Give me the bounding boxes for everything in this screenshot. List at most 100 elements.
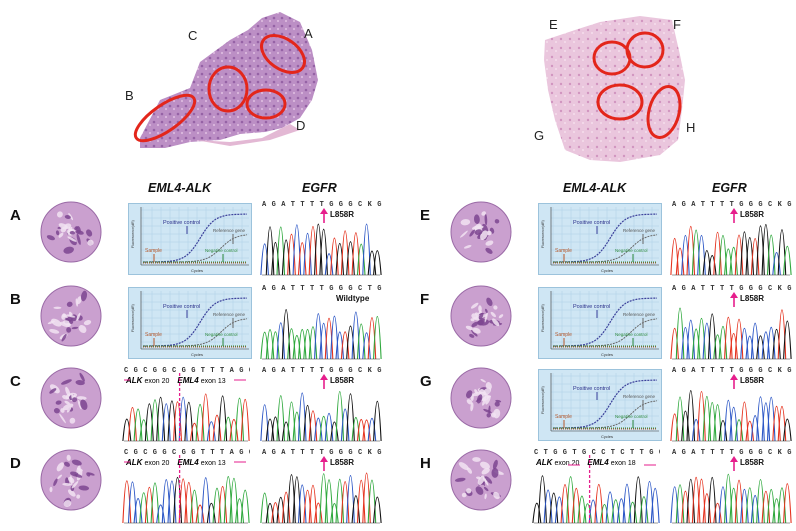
alk-label: ALK xyxy=(536,458,553,467)
region-circle-c xyxy=(207,65,249,113)
qpcr-label-sample: Sample xyxy=(145,332,162,338)
qpcr-label-x-axis: Cycles xyxy=(601,352,613,357)
row-label-f: F xyxy=(420,291,430,308)
col-header-eml4-alk-left: EML4-ALK xyxy=(148,181,212,195)
eml4-label: EML4 xyxy=(587,458,609,467)
mutation-label-f: L858R xyxy=(740,294,765,303)
row-label-b: B xyxy=(10,291,21,308)
qpcr-label-negative-control: Negative control xyxy=(615,248,648,253)
sanger-sequence-c: C G C G G C G G T T T A G G T C C T T C xyxy=(124,367,250,375)
qpcr-label-positive-control: Positive control xyxy=(573,304,610,310)
mutation-label-d: L858R xyxy=(330,458,355,467)
row-label-a: A xyxy=(10,207,21,224)
he-stain-image-c xyxy=(40,367,102,429)
qpcr-label-negative-control: Negative control xyxy=(615,414,648,419)
egfr-trace-d: A G A T T T T G G G C K G G C C A A A C … xyxy=(260,449,382,525)
col-header-egfr-right: EGFR xyxy=(712,181,747,195)
qpcr-label-x-axis: Cycles xyxy=(191,268,203,273)
alk-exon-label: exon 20 xyxy=(554,460,580,467)
eml4-exon-label: exon 13 xyxy=(200,460,226,467)
row-label-d: D xyxy=(10,455,21,472)
qpcr-label-y-axis: Fluorescence(dR) xyxy=(131,220,135,248)
alk-label: ALK xyxy=(126,458,143,467)
egfr-sequence-g: A G A T T T T G G G C K G G C C A A A C … xyxy=(672,367,792,375)
row-label-g: G xyxy=(420,373,432,390)
region-circle-g xyxy=(596,83,644,121)
qpcr-label-sample: Sample xyxy=(555,332,572,338)
qpcr-label-positive-control: Positive control xyxy=(573,220,610,226)
egfr-trace-h: A G A T T T T G G G C K G G C C A A A C … xyxy=(670,449,792,525)
tissue-label-g: G xyxy=(534,128,545,143)
mutation-label-e: L858R xyxy=(740,210,765,219)
egfr-sequence-d: A G A T T T T G G G C K G G C C A A A C … xyxy=(262,449,382,457)
egfr-sequence-a: A G A T T T T G G G C K G G C C A A A C … xyxy=(262,201,382,209)
col-header-egfr-left: EGFR xyxy=(302,181,337,195)
he-stain-image-e xyxy=(450,201,512,263)
egfr-sequence-c: A G A T T T T G G G C K G G C C A A A C … xyxy=(262,367,382,375)
qpcr-label-sample: Sample xyxy=(555,248,572,254)
region-circle-b xyxy=(133,93,197,143)
tissue-label-e: E xyxy=(549,17,558,32)
qpcr-label-x-axis: Cycles xyxy=(601,434,613,439)
qpcr-label-y-axis: Fluorescence(dR) xyxy=(541,386,545,414)
mutation-label-a: L858R xyxy=(330,210,355,219)
egfr-sequence-e: A G A T T T T G G G C K G G C C A A A C … xyxy=(672,201,792,209)
region-circle-a xyxy=(260,34,306,74)
egfr-sequence-f: A G A T T T T G G G C K G G C C A A A C … xyxy=(672,285,792,293)
mutation-label-h: L858R xyxy=(740,458,765,467)
eml4-exon-label: exon 13 xyxy=(200,378,226,385)
region-circle-d xyxy=(245,88,287,120)
egfr-trace-b: A G A T T T T G G G C T G G C C A A A C … xyxy=(260,285,382,361)
sanger-sequence-h: C T G G T G C C T C T T G G T G T G T C xyxy=(534,449,660,457)
alk-exon-label: exon 20 xyxy=(144,460,170,467)
he-stain-image-g xyxy=(450,367,512,429)
region-circle-h xyxy=(646,85,682,139)
qpcr-label-reference-gene: Reference gene xyxy=(213,228,246,233)
slide-right xyxy=(544,16,685,162)
qpcr-label-reference-gene: Reference gene xyxy=(623,394,656,399)
qpcr-label-x-axis: Cycles xyxy=(601,268,613,273)
alk-label: ALK xyxy=(126,376,143,385)
egfr-trace-a: A G A T T T T G G G C K G G C C A A A C … xyxy=(260,201,382,277)
sanger-trace-h: C T G G T G C C T C T T G G T G T G T CA… xyxy=(532,449,660,525)
sanger-trace-d: C G C G G C G G T T T A G G T C C T T CA… xyxy=(122,449,250,525)
qpcr-label-positive-control: Positive control xyxy=(163,220,200,226)
egfr-sequence-b: A G A T T T T G G G C T G G C C A A A C … xyxy=(262,285,382,293)
tissue-label-f: F xyxy=(673,17,681,32)
qpcr-label-positive-control: Positive control xyxy=(573,386,610,392)
qpcr-label-positive-control: Positive control xyxy=(163,304,200,310)
he-stain-image-b xyxy=(40,285,102,347)
qpcr-label-reference-gene: Reference gene xyxy=(623,228,656,233)
he-stain-image-f xyxy=(450,285,512,347)
mutation-label-c: L858R xyxy=(330,376,355,385)
col-header-eml4-alk-right: EML4-ALK xyxy=(563,181,627,195)
row-label-e: E xyxy=(420,207,431,224)
qpcr-label-reference-gene: Reference gene xyxy=(213,312,246,317)
sanger-sequence-d: C G C G G C G G T T T A G G T C C T T C xyxy=(124,449,250,457)
tissue-label-d: D xyxy=(296,118,306,133)
egfr-trace-c: A G A T T T T G G G C K G G C C A A A C … xyxy=(260,367,382,443)
tissue-label-b: B xyxy=(125,88,134,103)
eml4-label: EML4 xyxy=(177,376,199,385)
qpcr-label-y-axis: Fluorescence(dR) xyxy=(541,304,545,332)
qpcr-label-reference-gene: Reference gene xyxy=(623,312,656,317)
qpcr-label-negative-control: Negative control xyxy=(205,332,238,337)
row-label-h: H xyxy=(420,455,431,472)
tissue-label-c: C xyxy=(188,28,198,43)
sanger-trace-c: C G C G G C G G T T T A G G T C C T T CA… xyxy=(122,367,250,443)
qpcr-label-y-axis: Fluorescence(dR) xyxy=(541,220,545,248)
egfr-trace-e: A G A T T T T G G G C K G G C C A A A C … xyxy=(670,201,792,277)
alk-exon-label: exon 20 xyxy=(144,378,170,385)
qpcr-label-negative-control: Negative control xyxy=(615,332,648,337)
region-circle-f xyxy=(625,31,665,69)
qpcr-label-x-axis: Cycles xyxy=(191,352,203,357)
qpcr-label-sample: Sample xyxy=(555,414,572,420)
